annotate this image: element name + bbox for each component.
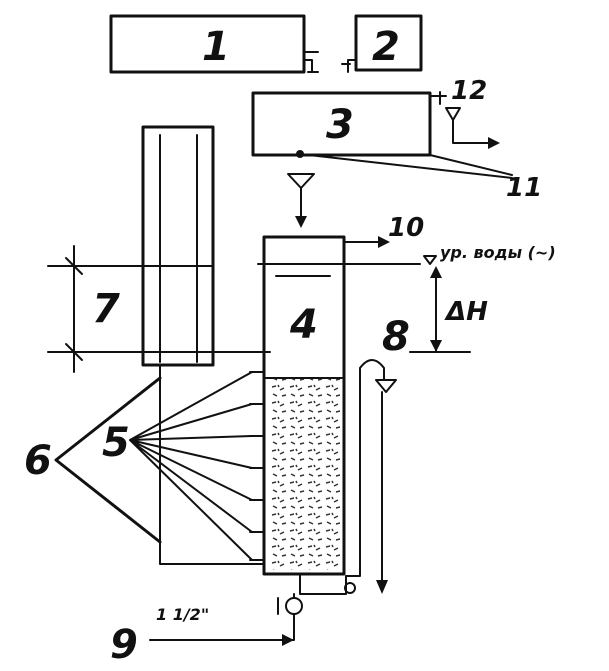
piezometer-inner xyxy=(159,134,198,363)
label-10: 10 xyxy=(388,213,424,243)
label-6: 6 xyxy=(24,438,52,484)
drain-arrow-icon xyxy=(376,580,388,594)
label-3: 3 xyxy=(326,102,354,148)
arrow-12-icon xyxy=(488,137,500,149)
label-9: 9 xyxy=(110,622,138,668)
label-7: 7 xyxy=(92,286,120,332)
inlet-arrow-icon xyxy=(282,634,294,646)
block-3 xyxy=(251,91,432,157)
bottom-pipe xyxy=(299,573,347,595)
label-8: 8 xyxy=(382,314,410,360)
outlet-pipe-8 xyxy=(345,359,385,577)
sampling-taps xyxy=(249,371,265,561)
funnel-12-icon xyxy=(445,107,461,121)
leader-6 xyxy=(54,376,162,544)
outlet-12-tap xyxy=(429,91,447,105)
dim-7-ticks xyxy=(65,257,83,361)
label-4: 4 xyxy=(289,302,318,348)
line-12 xyxy=(452,119,497,144)
leader-5 xyxy=(129,371,253,561)
water-level-label: ур. воды (~) xyxy=(440,243,556,262)
funnel-8-icon xyxy=(375,379,397,393)
label-11: 11 xyxy=(506,173,542,203)
feed-arrow-icon xyxy=(295,216,307,228)
funnel-3-icon xyxy=(287,173,315,189)
pipe-size-label: 1 1/2" xyxy=(156,605,209,624)
valve-right xyxy=(341,59,357,73)
dh-arrow-down-icon xyxy=(430,340,442,352)
block-2 xyxy=(354,14,423,72)
bottom-valve xyxy=(344,582,356,594)
level-marker-icon xyxy=(423,255,437,265)
label-12: 12 xyxy=(451,76,487,106)
inlet-valve xyxy=(285,597,303,615)
valve-left xyxy=(303,51,319,73)
column-4 xyxy=(262,235,346,576)
label-2: 2 xyxy=(372,24,400,70)
delta-h-label: ΔH xyxy=(444,297,488,327)
leader-11 xyxy=(299,153,513,179)
piezometer-tube xyxy=(141,125,215,367)
block-1 xyxy=(109,14,306,74)
filter-bed xyxy=(268,378,340,570)
dh-arrow-up-icon xyxy=(430,266,442,278)
dim-delta-h xyxy=(409,271,471,353)
label-5: 5 xyxy=(102,420,130,466)
overflow-arrow-icon xyxy=(378,236,390,248)
label-1: 1 xyxy=(202,24,230,70)
